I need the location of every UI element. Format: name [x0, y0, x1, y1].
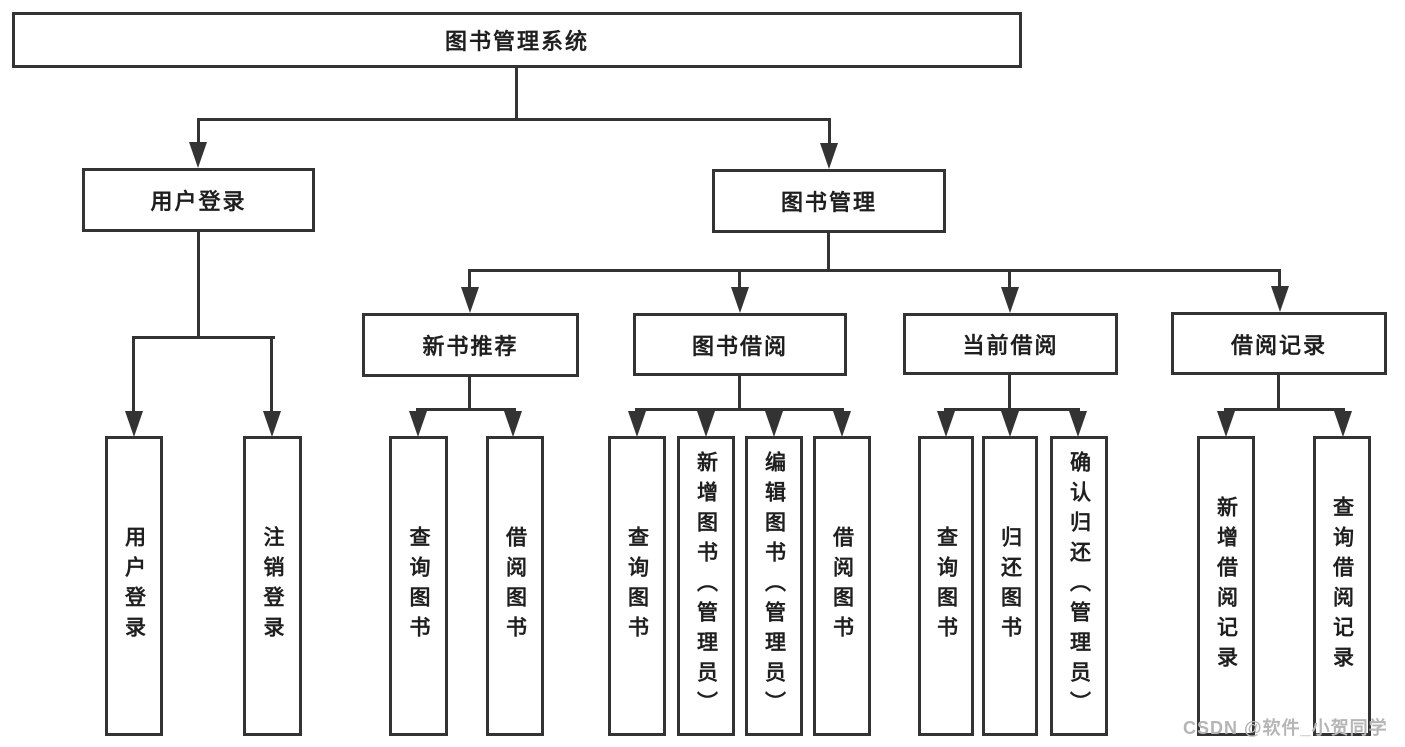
arrow-down-icon — [461, 287, 479, 313]
arrow-down-icon — [937, 411, 955, 437]
arrow-down-icon — [765, 411, 783, 437]
connector-vline — [1008, 373, 1011, 410]
node-add-book-admin: 新增图书（管理员） — [677, 436, 735, 736]
node-borrow-books-borrowing: 借阅图书 — [813, 436, 871, 736]
node-user-login-group: 用户登录 — [82, 168, 315, 232]
connector-vline — [1008, 271, 1011, 291]
arrow-down-icon — [1069, 411, 1087, 437]
connector-vline — [1277, 374, 1280, 410]
node-current-borrowing: 当前借阅 — [903, 313, 1118, 375]
connector-vline — [738, 374, 741, 410]
node-return-book: 归还图书 — [982, 436, 1038, 736]
connector-vline — [827, 232, 830, 272]
arrow-down-icon — [1217, 411, 1235, 437]
connector-hline — [416, 408, 516, 411]
arrow-down-icon — [1334, 411, 1352, 437]
connector-vline — [468, 271, 471, 291]
connector-hline — [468, 269, 1281, 272]
node-book-management: 图书管理 — [712, 169, 946, 233]
connector-vline — [270, 338, 273, 414]
connector-hline — [1224, 408, 1345, 411]
node-query-books-recommend: 查询图书 — [389, 436, 448, 736]
connector-vline — [468, 376, 471, 410]
connector-hline — [132, 336, 275, 339]
arrow-down-icon — [504, 411, 522, 437]
arrow-down-icon — [731, 287, 749, 313]
watermark: CSDN @软件_小贺同学 — [1183, 718, 1388, 738]
arrow-down-icon — [697, 411, 715, 437]
connector-hline — [635, 408, 844, 411]
node-query-books-current: 查询图书 — [918, 436, 974, 736]
connector-hline — [944, 408, 1080, 411]
node-logout: 注销登录 — [243, 436, 302, 736]
connector-vline — [828, 120, 831, 147]
connector-vline — [197, 120, 200, 146]
node-query-borrow-record: 查询借阅记录 — [1313, 436, 1371, 736]
arrow-down-icon — [1001, 411, 1019, 437]
node-user-login: 用户登录 — [105, 436, 163, 736]
node-new-book-recommend: 新书推荐 — [362, 313, 579, 377]
connector-vline — [1278, 271, 1281, 291]
arrow-down-icon — [263, 411, 281, 437]
arrow-down-icon — [833, 411, 851, 437]
node-root: 图书管理系统 — [12, 12, 1022, 68]
node-add-borrow-record: 新增借阅记录 — [1197, 436, 1255, 736]
arrow-down-icon — [189, 142, 207, 168]
arrow-down-icon — [125, 411, 143, 437]
node-edit-book-admin: 编辑图书（管理员） — [745, 436, 803, 736]
node-confirm-return-admin: 确认归还（管理员） — [1050, 436, 1108, 736]
connector-vline — [132, 338, 135, 414]
connector-vline — [515, 67, 518, 120]
connector-hline — [197, 118, 831, 121]
arrow-down-icon — [1271, 286, 1289, 312]
node-borrow-records: 借阅记录 — [1171, 312, 1387, 375]
arrow-down-icon — [409, 411, 427, 437]
connector-vline — [738, 271, 741, 291]
arrow-down-icon — [820, 143, 838, 169]
connector-vline — [197, 231, 200, 338]
node-query-books-borrowing: 查询图书 — [608, 436, 666, 736]
node-borrow-books-recommend: 借阅图书 — [486, 436, 544, 736]
node-book-borrowing: 图书借阅 — [633, 313, 847, 376]
arrow-down-icon — [1001, 287, 1019, 313]
arrow-down-icon — [628, 411, 646, 437]
